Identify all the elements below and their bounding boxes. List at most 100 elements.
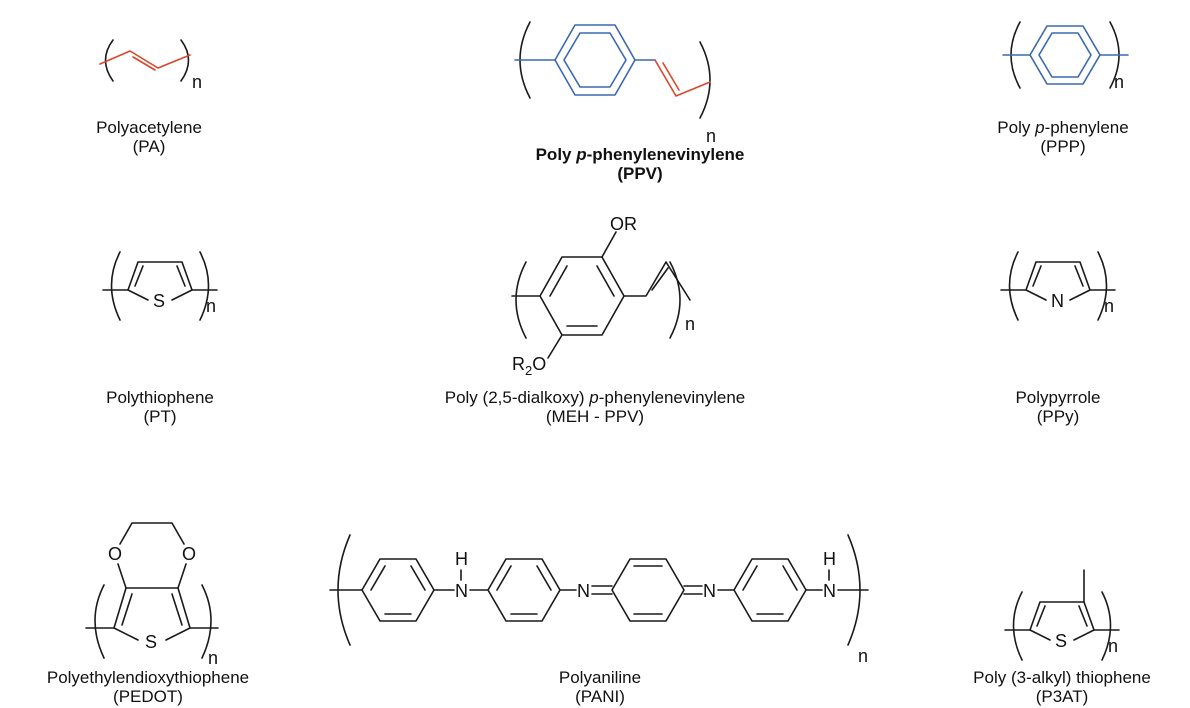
quinoid-ring [611,558,685,622]
repeat-subscript: n [192,72,202,92]
vinyl-double [651,267,669,291]
compound-name: Poly p-phenylene [997,118,1129,137]
ring-double-1 [549,265,568,297]
ring-double-2 [171,593,183,626]
nitrogen-amine-1: N [455,581,468,601]
compound-name: Polythiophene [106,388,214,407]
ring-double-2 [1078,605,1088,627]
benzene-ring [539,256,625,336]
vinyl-double [662,62,680,91]
compound-abbr: (PT) [143,407,177,426]
ring-double-2 [176,265,186,287]
bracket-right [669,261,681,339]
compound-name: Polyethylendioxythiophene [46,668,250,687]
nitrogen-atom: N [1051,291,1064,311]
structure-pt: S n [102,251,218,321]
bracket-left [515,261,527,339]
compound-abbr: (PPy) [1036,407,1080,426]
thiophene-ring [113,587,191,641]
vinyl-chain [623,261,691,301]
label-pedot: Polyethylendioxythiophene (PEDOT) [0,668,328,706]
label-p3at: Poly (3-alkyl) thiophene (P3AT) [882,668,1190,706]
or-substituent: OR [610,214,637,234]
compound-abbr: (PANI) [575,687,625,706]
chain-bond [99,50,191,69]
bracket-right [199,251,210,321]
benzene-ring-2 [487,558,561,622]
ring2-double-a [496,565,512,591]
bracket-left [1008,251,1019,321]
ring-double-1 [121,593,133,626]
structure-pedot: S O O n [85,522,219,668]
nitrogen-imine-2: N [703,581,716,601]
hydrogen-amine-2: H [823,549,836,569]
ring-double-1 [1036,605,1046,627]
label-pani: Polyaniline (PANI) [420,668,780,706]
bracket-right [180,39,190,82]
compound-name: Polyaniline [558,668,642,687]
benzene-ring-inner [563,32,627,88]
ring1-double-a [370,565,386,591]
benzene-ring [554,24,636,96]
compound-abbr: (PA) [132,137,166,156]
structure-meh-ppv: OR R2O n [511,214,695,378]
oxygen-atom-right: O [182,544,196,564]
structure-ppy: N n [1000,251,1116,321]
ring4-double-b [782,565,798,591]
repeat-subscript: n [1104,296,1114,316]
ring4-double-a [742,565,758,591]
bracket-right [1097,251,1108,321]
bracket-right [201,584,212,659]
r2o-bond [547,334,563,359]
or-bond [601,231,617,258]
structure-ppp: n [1002,21,1129,92]
ethylene-bridge [119,522,185,545]
repeat-subscript: n [858,646,868,666]
label-ppy: Polypyrrole (PPy) [878,388,1190,426]
compound-name: Poly p-phenylenevinylene [535,145,745,164]
thiophene-ring [127,261,193,301]
ring2-double-b [536,565,552,591]
label-meh-ppv: Poly (2,5-dialkoxy) p-phenylenevinylene … [415,388,775,426]
ring-double-2 [596,265,615,297]
double-bond [132,56,156,71]
ring1-double-b [410,565,426,591]
label-pa: Polyacetylene (PA) [0,118,329,156]
ring-double-1 [134,265,144,287]
repeat-subscript: n [1114,72,1124,92]
bracket-left [1012,591,1023,661]
compound-abbr: (P3AT) [1035,687,1089,706]
bracket-right [1101,591,1112,661]
o-bond-right [177,563,187,589]
bracket-left [104,39,114,82]
repeat-subscript: n [208,648,218,668]
compound-name: Polypyrrole [1015,388,1101,407]
compound-abbr: (PPP) [1040,137,1086,156]
bracket-right [699,41,711,119]
thiophene-ring [1029,601,1095,641]
benzene-ring [1029,25,1101,85]
compound-name: Poly (3-alkyl) thiophene [973,668,1151,687]
sulfur-atom: S [145,632,157,652]
benzene-ring-1 [361,558,435,622]
compound-abbr: (PPV) [617,164,663,183]
repeat-subscript: n [1108,636,1118,656]
label-pt: Polythiophene (PT) [0,388,340,426]
structure-pani: N H N N N H n [329,534,869,666]
sulfur-atom: S [1055,631,1067,651]
ring-double-2 [1074,265,1084,287]
structure-pa: n [99,39,202,92]
sulfur-atom: S [153,291,165,311]
o-bond-left [117,563,127,589]
nitrogen-imine-1: N [577,581,590,601]
benzene-ring-inner [1038,32,1092,78]
label-ppv: Poly p-phenylenevinylene (PPV) [460,145,820,183]
ring-double-1 [1032,265,1042,287]
oxygen-atom-left: O [108,544,122,564]
vinyl-chain [654,59,711,97]
hydrogen-amine-1: H [455,549,468,569]
nitrogen-amine-2: N [823,581,836,601]
repeat-subscript: n [206,296,216,316]
compound-name: Polyacetylene [96,118,202,137]
